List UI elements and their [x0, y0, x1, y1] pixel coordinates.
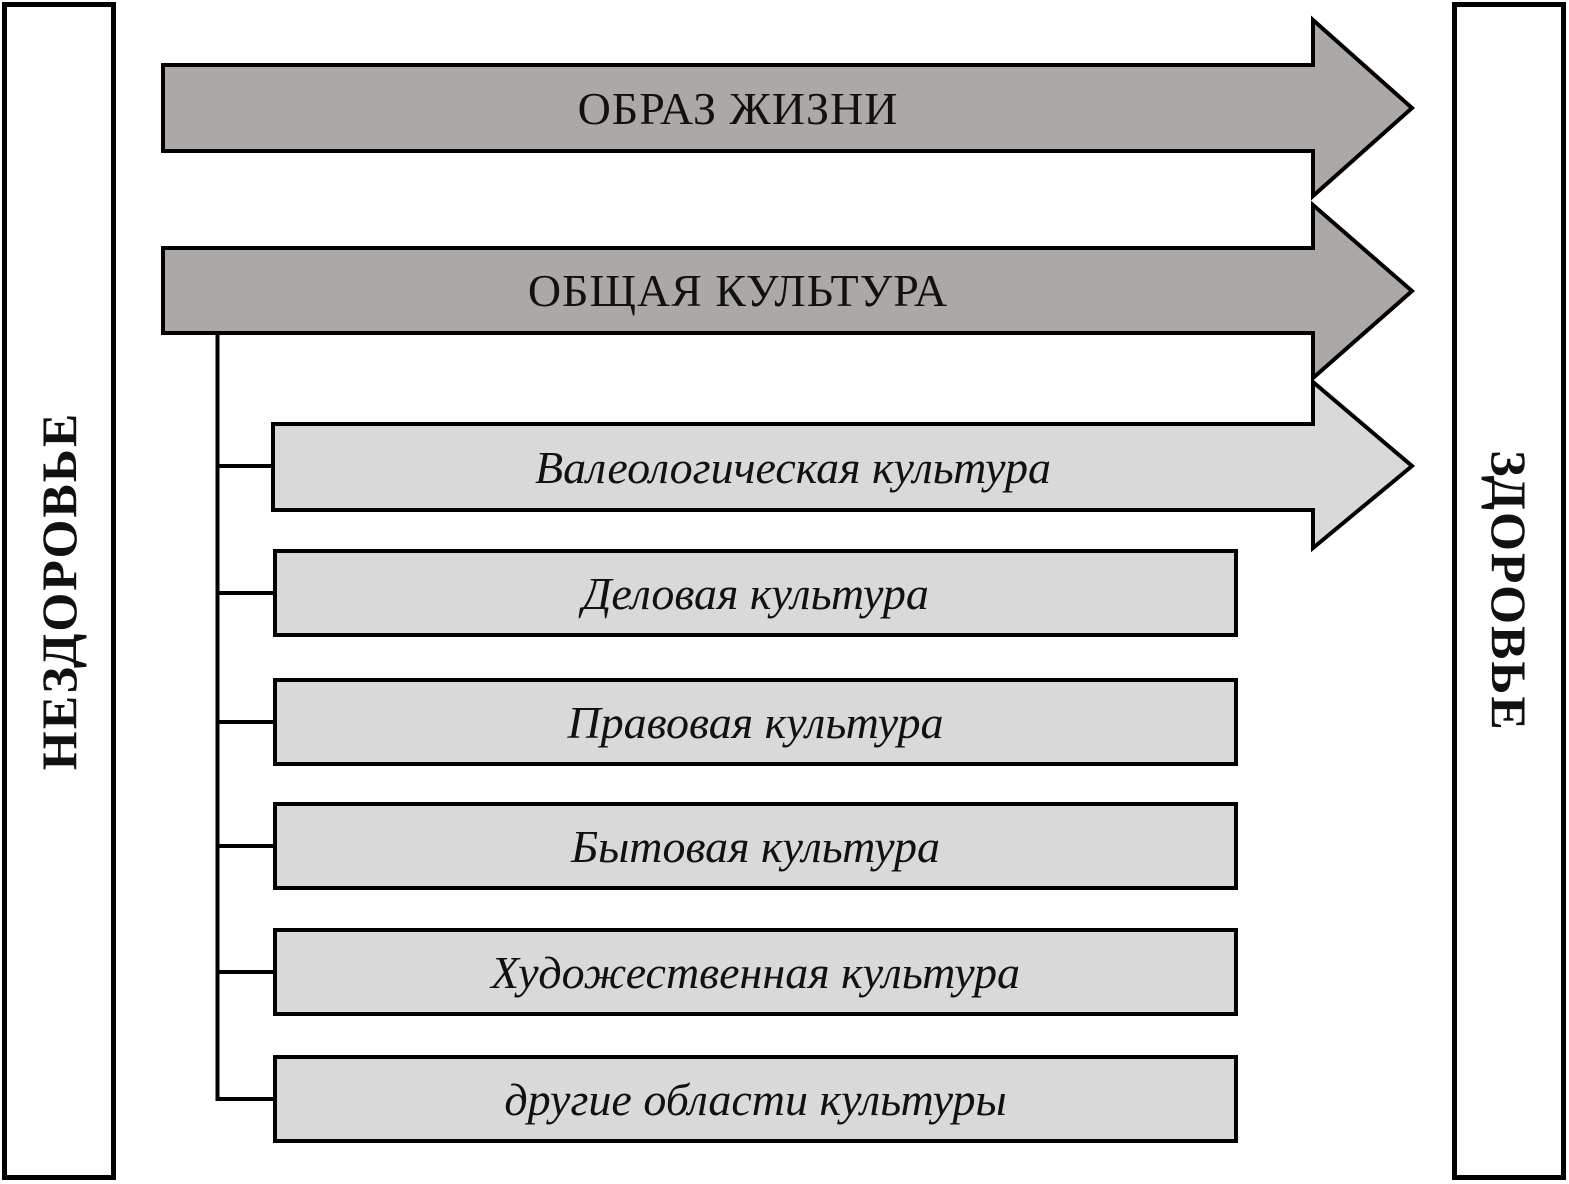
general-culture-arrow-shape [161, 200, 1416, 383]
other-culture-areas-label: другие области культуры [504, 1073, 1007, 1125]
household-culture-label: Бытовая культура [570, 820, 940, 872]
legal-culture-label: Правовая культура [567, 696, 944, 748]
health-bar: ЗДОРОВЬЕ [1452, 2, 1566, 1180]
connector-lines [215, 333, 273, 1101]
business-culture-box: Деловая культура [273, 549, 1238, 637]
valeological-culture-arrow-shape [271, 377, 1416, 553]
artistic-culture-label: Художественная культура [490, 946, 1021, 998]
other-culture-areas-box: другие области культуры [273, 1055, 1238, 1143]
legal-culture-box: Правовая культура [273, 678, 1238, 766]
artistic-culture-box: Художественная культура [273, 928, 1238, 1016]
health-bar-label: ЗДОРОВЬЕ [1481, 450, 1537, 732]
unhealth-bar-label: НЕЗДОРОВЬЕ [31, 411, 87, 771]
lifestyle-arrow-shape [161, 15, 1416, 201]
unhealth-bar: НЕЗДОРОВЬЕ [2, 2, 116, 1180]
household-culture-box: Бытовая культура [273, 802, 1238, 890]
business-culture-label: Деловая культура [582, 567, 929, 619]
